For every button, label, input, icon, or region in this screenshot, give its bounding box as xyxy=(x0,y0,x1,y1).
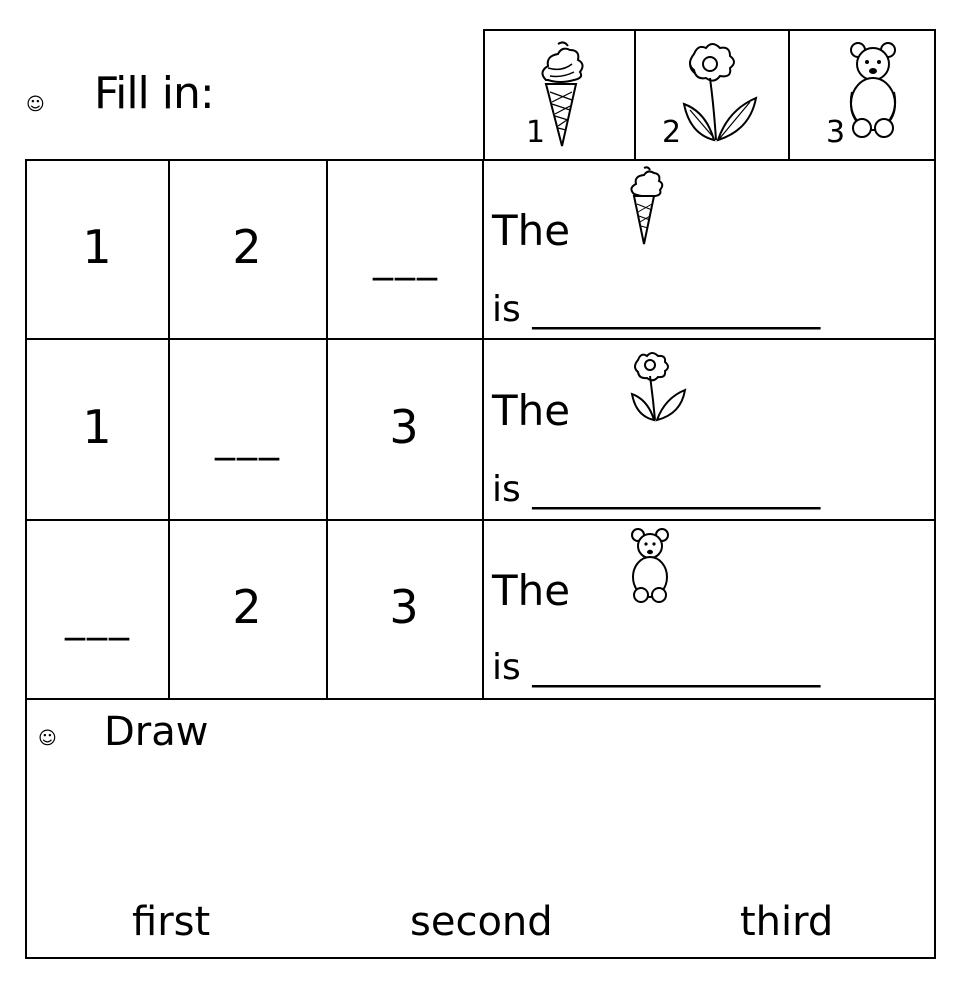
row1-sentence-end-blank[interactable]: is ________________ xyxy=(492,289,821,330)
smiley-face-icon: ☺ xyxy=(26,94,45,115)
row-divider-3 xyxy=(25,698,936,700)
col-divider-2 xyxy=(326,159,328,700)
teddy-bear-icon xyxy=(849,42,897,138)
draw-label-third: third xyxy=(740,899,834,945)
legend-number-2: 2 xyxy=(662,115,682,150)
row-divider-1 xyxy=(25,338,936,340)
draw-label-first: first xyxy=(132,899,211,945)
legend-left-border xyxy=(483,29,485,160)
legend-right-border xyxy=(934,29,936,959)
flower-icon xyxy=(630,352,687,422)
row2-sentence-end-blank[interactable]: is ________________ xyxy=(492,469,821,510)
row3-cell1-blank[interactable]: ___ xyxy=(65,595,131,641)
page-bottom-border xyxy=(25,957,936,959)
legend-number-1: 1 xyxy=(526,115,546,150)
col-divider-3 xyxy=(482,159,484,700)
table-top-border xyxy=(25,159,936,161)
row3-sentence-start: The xyxy=(492,566,571,615)
flower-icon xyxy=(682,43,758,142)
row2-cell3: 3 xyxy=(389,400,419,454)
row3-sentence-end-blank[interactable]: is ________________ xyxy=(492,647,821,688)
smiley-face-icon: ☺ xyxy=(38,728,57,749)
row1-cell1: 1 xyxy=(82,220,112,274)
row1-cell3-blank[interactable]: ___ xyxy=(373,235,439,281)
legend-divider-1 xyxy=(634,29,636,159)
row2-cell2-blank[interactable]: ___ xyxy=(215,415,281,461)
fill-in-instruction: Fill in: xyxy=(94,68,215,119)
row1-cell2: 2 xyxy=(232,220,262,274)
row2-sentence-start: The xyxy=(492,386,571,435)
row3-cell2: 2 xyxy=(232,580,262,634)
teddy-bear-icon xyxy=(631,528,669,603)
row3-cell3: 3 xyxy=(389,580,419,634)
table-left-border xyxy=(25,159,27,959)
draw-label-second: second xyxy=(410,899,553,945)
legend-top-border xyxy=(483,29,936,31)
row-divider-2 xyxy=(25,519,936,521)
col-divider-1 xyxy=(168,159,170,700)
row2-cell1: 1 xyxy=(82,400,112,454)
ice-cream-cone-icon xyxy=(541,41,584,147)
row1-sentence-start: The xyxy=(492,206,571,255)
draw-instruction: Draw xyxy=(104,709,209,755)
ice-cream-cone-icon xyxy=(630,166,664,245)
legend-number-3: 3 xyxy=(826,115,846,150)
legend-divider-2 xyxy=(788,29,790,159)
